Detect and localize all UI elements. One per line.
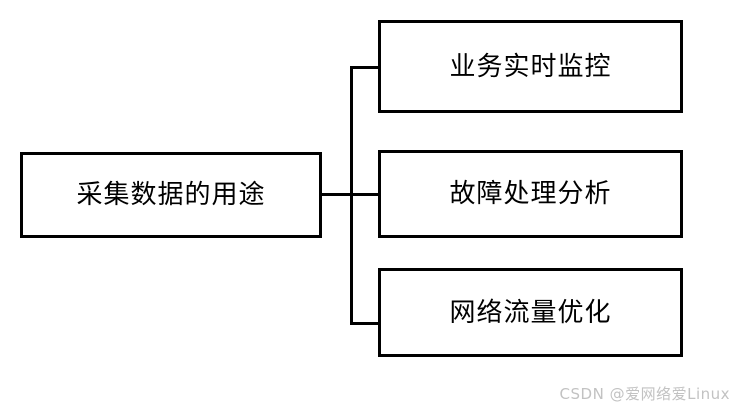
node-root[interactable]: 采集数据的用途 <box>20 152 322 238</box>
node-child-fault-handling-analysis[interactable]: 故障处理分析 <box>378 150 683 238</box>
watermark-text: CSDN @爱网络爱Linux <box>559 385 730 403</box>
node-child-0-label: 业务实时监控 <box>449 51 612 82</box>
node-child-2-label: 网络流量优化 <box>449 297 612 328</box>
connector-root-stub <box>322 193 353 196</box>
connector-branch-to-child-0 <box>350 66 379 69</box>
node-child-network-traffic-optimization[interactable]: 网络流量优化 <box>378 268 683 357</box>
node-child-business-realtime-monitoring[interactable]: 业务实时监控 <box>378 20 683 113</box>
connector-branch-to-child-1 <box>350 193 379 196</box>
connector-branch-to-child-2 <box>350 322 379 325</box>
node-child-1-label: 故障处理分析 <box>449 179 612 209</box>
node-root-label: 采集数据的用途 <box>76 180 266 210</box>
